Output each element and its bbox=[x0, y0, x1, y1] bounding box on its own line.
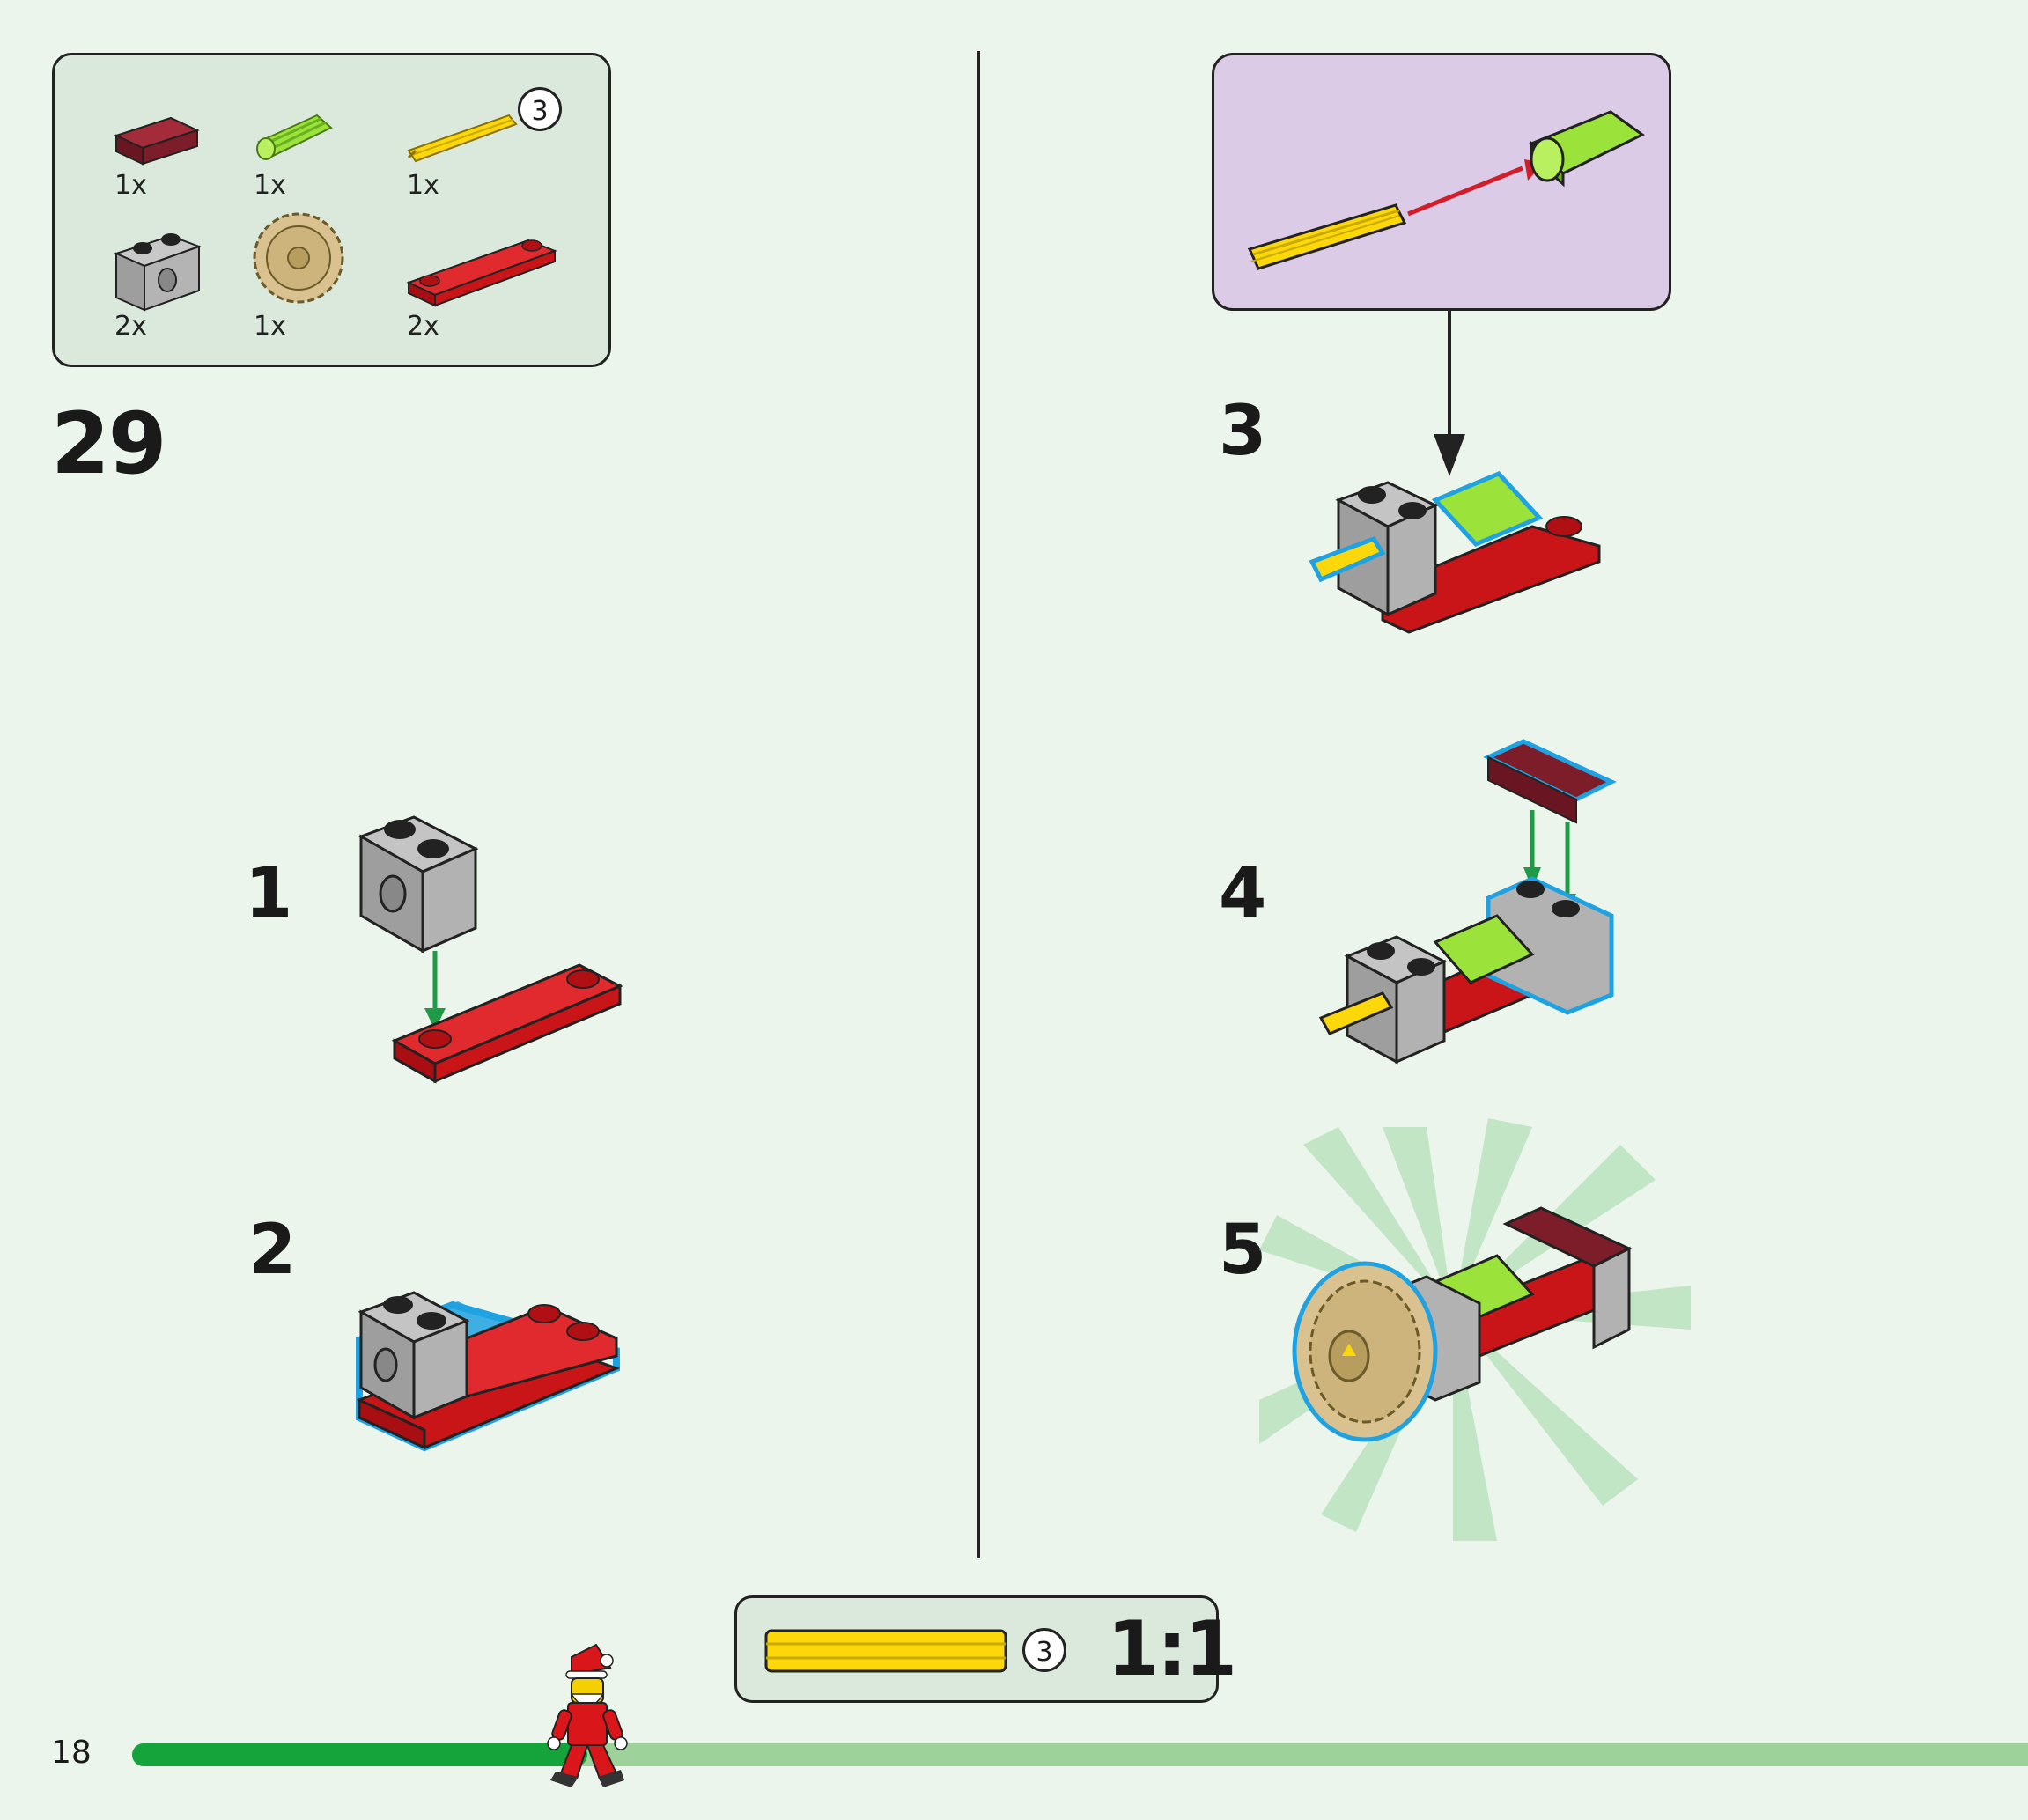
substep-4-illustration bbox=[1318, 739, 1617, 1065]
lime-axle-connector-icon bbox=[256, 114, 333, 160]
axle-1to1-icon bbox=[764, 1629, 1007, 1673]
page-number: 18 bbox=[51, 1735, 92, 1771]
sub-step-label: 1 bbox=[245, 854, 293, 933]
dark-red-tile-icon bbox=[114, 116, 200, 166]
parts-list: 1x 1x 3 1x 2x bbox=[52, 53, 611, 367]
part-qty: 1x bbox=[407, 170, 439, 201]
substep-1-illustration bbox=[358, 815, 623, 1084]
sub-step-label: 5 bbox=[1219, 1211, 1267, 1290]
part-qty: 1x bbox=[114, 170, 147, 201]
yellow-axle-icon bbox=[407, 114, 518, 163]
callout-illustration bbox=[1247, 110, 1645, 270]
sub-step-label: 3 bbox=[1219, 392, 1267, 471]
part-qty: 2x bbox=[114, 311, 147, 342]
axle-length-badge: 3 bbox=[1022, 1628, 1066, 1672]
part-qty: 1x bbox=[254, 170, 286, 201]
santa-minifigure-icon bbox=[547, 1643, 628, 1787]
scale-ratio: 1:1 bbox=[1107, 1605, 1237, 1693]
substep-3-illustration bbox=[1309, 471, 1601, 634]
red-plate-icon bbox=[406, 239, 557, 307]
gray-technic-brick-icon bbox=[114, 233, 202, 312]
part-qty: 2x bbox=[407, 311, 439, 342]
tan-gear-icon bbox=[253, 212, 344, 304]
axle-length-badge: 3 bbox=[518, 87, 562, 131]
sub-step-label: 2 bbox=[248, 1211, 297, 1290]
sub-assembly-callout bbox=[1212, 53, 1671, 311]
substep-2-illustration bbox=[356, 1291, 621, 1452]
progress-fill bbox=[132, 1743, 587, 1766]
sub-step-label: 4 bbox=[1219, 854, 1267, 933]
scale-reference-box: 3 1:1 bbox=[734, 1595, 1237, 1703]
column-divider bbox=[977, 51, 980, 1558]
callout-arrow bbox=[1434, 311, 1465, 476]
part-qty: 1x bbox=[254, 311, 286, 342]
substep-5-illustration bbox=[1259, 1118, 1691, 1541]
step-number: 29 bbox=[51, 394, 167, 493]
